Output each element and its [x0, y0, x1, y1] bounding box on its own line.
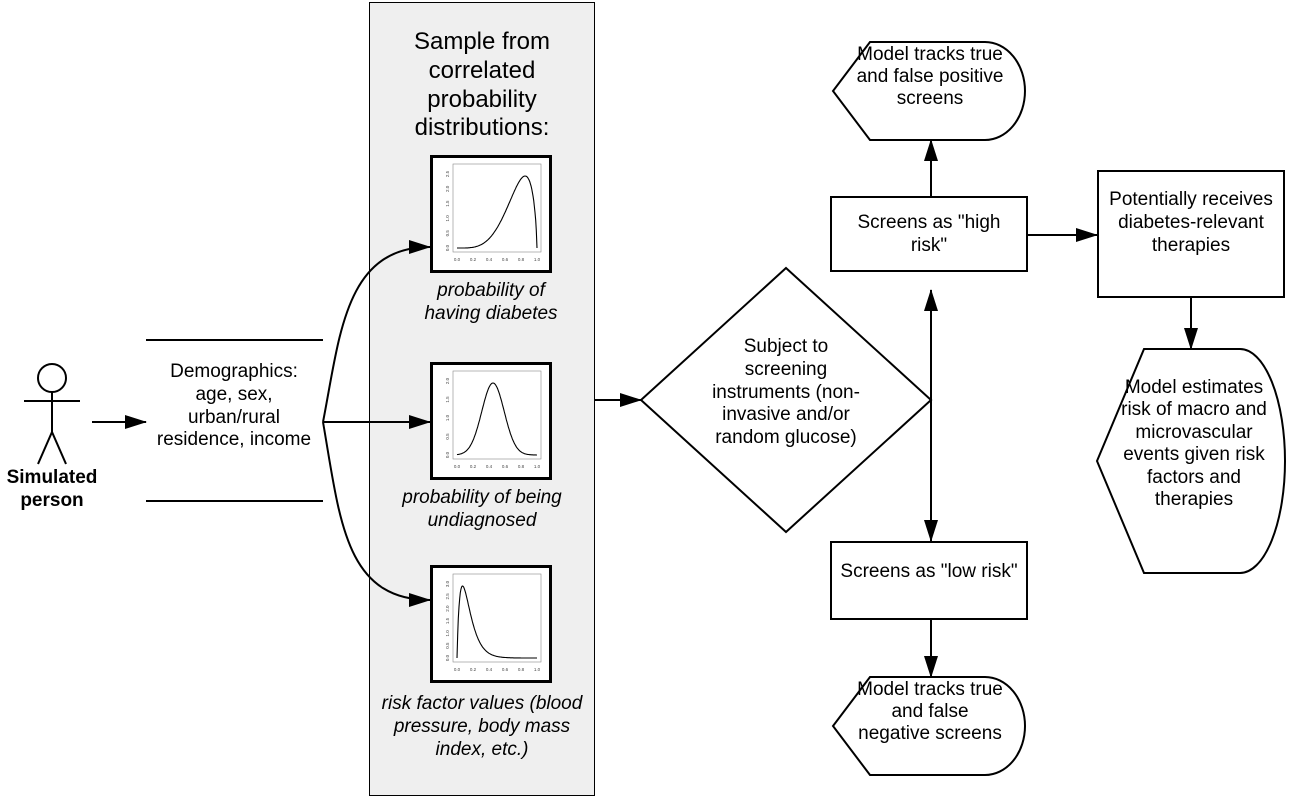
tracks-positive-shape — [831, 41, 1026, 141]
y-tick-label: 0.5 — [445, 230, 450, 237]
density-curve — [457, 175, 538, 249]
y-tick-label: 0.0 — [445, 244, 450, 251]
y-tick-label: 1.5 — [445, 617, 450, 624]
x-tick-label: 0.6 — [502, 257, 509, 262]
high-risk-box: Screens as "high risk" — [830, 196, 1028, 272]
therapies-box: Potentially receives diabetes-relevant t… — [1097, 170, 1285, 298]
person-label: Simulated person — [6, 467, 98, 511]
low-risk-text: Screens as "low risk" — [840, 561, 1018, 582]
y-tick-label: 0.5 — [445, 433, 450, 440]
y-tick-label: 3.0 — [445, 580, 450, 587]
estimates-text: Model estimates risk of macro and microv… — [1121, 377, 1267, 511]
x-tick-label: 0.2 — [470, 464, 477, 469]
x-tick-label: 0.2 — [470, 257, 477, 262]
demographics-text: Demographics: age, sex, urban/rural resi… — [156, 361, 312, 451]
estimates-shape — [1095, 348, 1286, 574]
density-curve — [456, 585, 537, 659]
x-tick-label: 0.8 — [518, 667, 525, 672]
high-risk-text: Screens as "high risk" — [857, 212, 1001, 256]
screening-diamond — [639, 266, 933, 534]
x-tick-label: 0.0 — [454, 257, 461, 262]
curve-to-riskfactor-dist — [322, 421, 431, 607]
curve-to-diabetes-dist — [322, 240, 431, 423]
caption-riskfactor: risk factor values (blood pressure, body… — [381, 693, 583, 760]
x-tick-label: 0.4 — [486, 667, 493, 672]
y-tick-label: 2.5 — [445, 593, 450, 600]
x-tick-label: 1.0 — [534, 257, 541, 262]
screening-text: Subject to screening instruments (non-in… — [712, 336, 860, 449]
dist-plot-diabetes: 0.0 0.2 0.4 0.6 0.8 1.0 0.0 0.5 1.0 1.5 2.0 2.5 — [430, 155, 552, 273]
caption-diabetes: probability of having diabetes — [424, 280, 558, 324]
tracks-positive-text: Model tracks true and false positive scr… — [856, 44, 1004, 109]
plot-frame — [452, 370, 542, 460]
density-curve — [456, 382, 537, 456]
plot-frame — [452, 573, 542, 663]
dist-plot-undiagnosed: 0.0 0.2 0.4 0.6 0.8 1.0 0.0 0.5 1.0 1.5 2.0 — [430, 362, 552, 480]
tracks-negative-text: Model tracks true and false negative scr… — [857, 679, 1003, 744]
caption-undiagnosed: probability of being undiagnosed — [402, 487, 562, 531]
x-tick-label: 0.2 — [470, 667, 477, 672]
x-tick-label: 0.8 — [518, 464, 525, 469]
x-tick-label: 0.0 — [454, 464, 461, 469]
y-tick-label: 0.5 — [445, 642, 450, 649]
stick-figure-icon — [24, 363, 80, 465]
therapies-text: Potentially receives diabetes-relevant t… — [1109, 189, 1273, 256]
x-tick-label: 0.4 — [486, 257, 493, 262]
sample-panel-title: Sample from correlated probability distr… — [413, 28, 551, 142]
dist-plot-riskfactor: 0.0 0.2 0.4 0.6 0.8 1.0 0.0 0.5 1.0 1.5 2.0 2.5 3.0 — [430, 565, 552, 683]
x-tick-label: 0.4 — [486, 464, 493, 469]
y-tick-label: 1.5 — [445, 396, 450, 403]
x-tick-label: 0.6 — [502, 667, 509, 672]
x-tick-label: 0.6 — [502, 464, 509, 469]
y-tick-label: 1.0 — [445, 414, 450, 421]
y-tick-label: 2.0 — [445, 185, 450, 192]
x-tick-label: 1.0 — [534, 464, 541, 469]
tracks-negative-shape — [831, 676, 1026, 776]
x-tick-label: 0.8 — [518, 257, 525, 262]
x-tick-label: 0.0 — [454, 667, 461, 672]
y-tick-label: 2.0 — [445, 605, 450, 612]
low-risk-box: Screens as "low risk" — [830, 541, 1028, 620]
plot-frame — [452, 163, 542, 253]
x-tick-label: 1.0 — [534, 667, 541, 672]
y-tick-label: 0.0 — [445, 654, 450, 661]
y-tick-label: 0.0 — [445, 451, 450, 458]
y-tick-label: 1.0 — [445, 630, 450, 637]
y-tick-label: 1.0 — [445, 215, 450, 222]
y-tick-label: 1.5 — [445, 200, 450, 207]
y-tick-label: 2.5 — [445, 170, 450, 177]
y-tick-label: 2.0 — [445, 377, 450, 384]
